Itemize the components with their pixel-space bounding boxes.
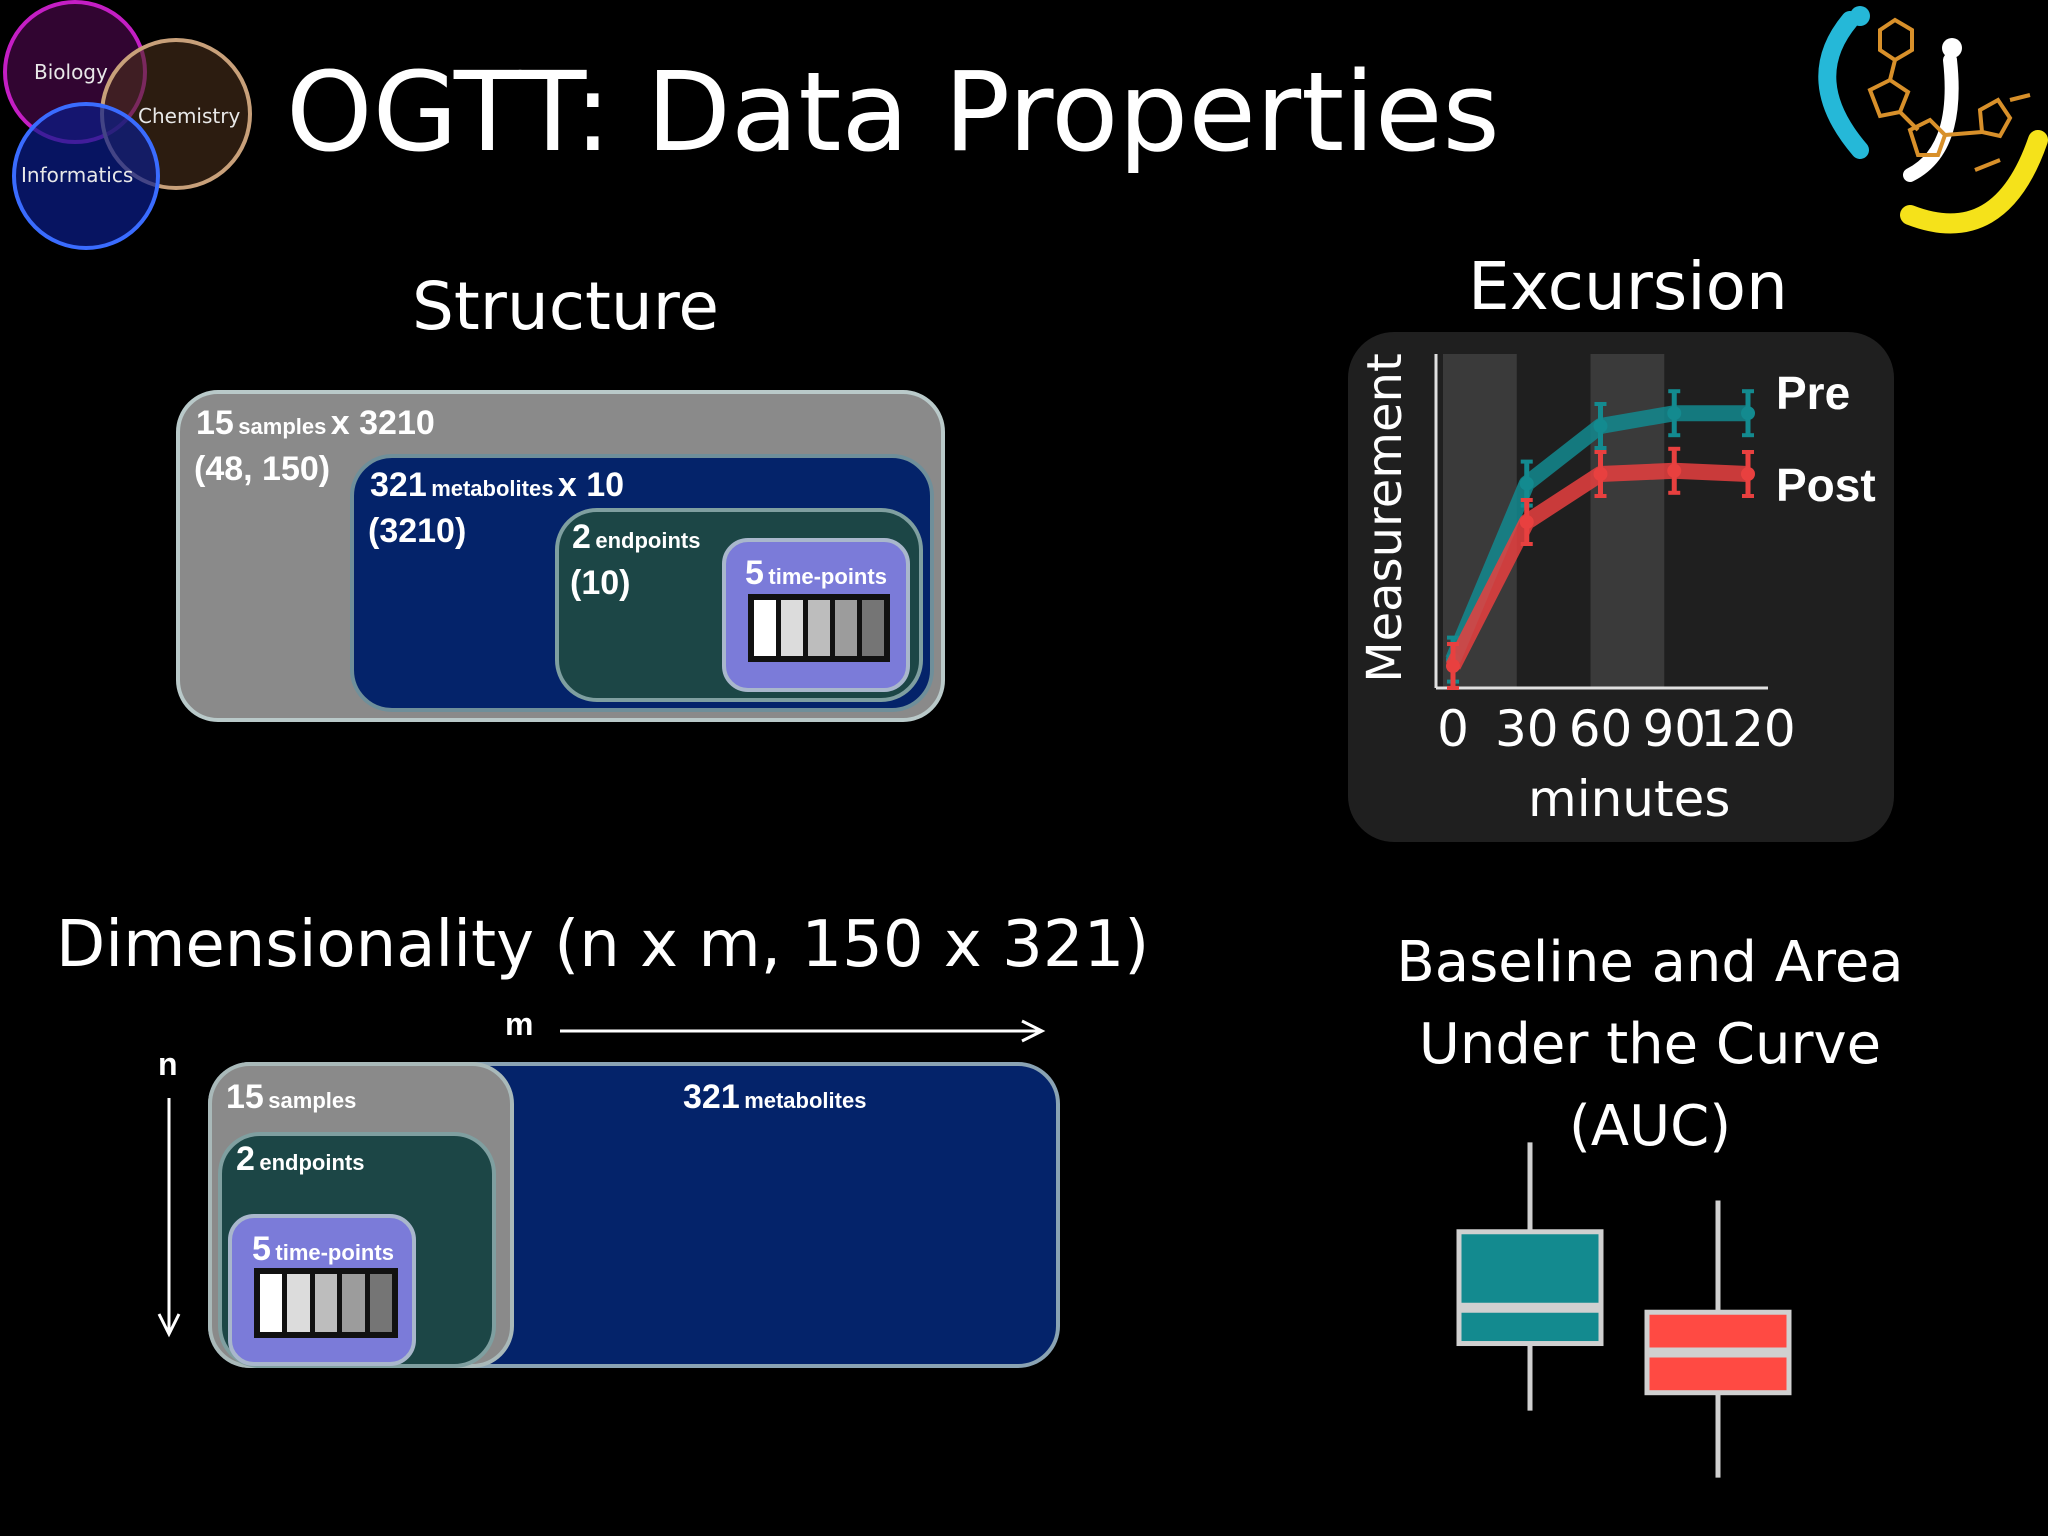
structure-endpoints-dims: (10) [570,564,631,602]
n-arrow-icon [157,1098,181,1338]
structure-endpoints-label: 2 endpoints [572,518,701,556]
x-tick-label: 120 [1700,700,1796,758]
venn-logo [3,0,252,250]
venn-label-chemistry: Chemistry [138,104,241,128]
molecule-swirl-logo-icon [1818,6,2048,234]
structure-metabolites-label: 321 metabolites x 10 [370,466,625,504]
point-post-2 [1593,467,1608,481]
box-body-0 [1456,1229,1604,1347]
structure-title: Structure [412,268,720,345]
auc-title-line-1: Baseline and Area [1396,930,1904,995]
auc-title-line-2: Under the Curve [1418,1012,1882,1077]
n-axis-label: n [158,1046,178,1082]
auc-title: Baseline and Area Under the Curve (AUC) [1350,922,1950,1168]
venn-label-biology: Biology [34,60,108,84]
dim-timepoints-label: 5 time-points [252,1230,394,1268]
dim-endpoints-label: 2 endpoints [236,1140,365,1178]
point-post-3 [1667,463,1682,478]
legend-post: Post [1776,459,1876,511]
point-pre-2 [1593,419,1608,433]
venn-label-informatics: Informatics [21,163,134,187]
x-tick-label: 60 [1568,700,1633,758]
structure-metabolites-dims: (3210) [368,512,467,550]
legend-pre: Pre [1776,367,1851,419]
auc-boxplot [1456,1142,1792,1478]
page-title: OGTT: Data Properties [286,48,1500,176]
m-arrow-icon [560,1019,1046,1043]
dim-timepoint-strip [254,1268,398,1338]
point-post-1 [1519,515,1534,529]
excursion-title: Excursion [1468,248,1788,325]
point-post-0 [1446,659,1460,673]
excursion-chart [1434,354,1768,690]
structure-timepoint-strip [748,594,890,662]
dim-metabolites-label: 321 metabolites [683,1078,867,1116]
x-tick-label: 0 [1437,700,1469,758]
m-axis-label: m [505,1006,534,1042]
structure-samples-label: 15 samples x 3210 [196,404,435,442]
informatics-circle [12,102,160,250]
dimensionality-title: Dimensionality (n x m, 150 x 321) [56,908,1150,982]
point-pre-1 [1519,476,1534,491]
x-tick-label: 30 [1494,700,1559,758]
structure-samples-dims: (48, 150) [194,450,331,488]
point-post-4 [1741,467,1755,481]
auc-title-line-3: (AUC) [1568,1094,1732,1159]
excursion-xlabel: minutes [1528,770,1731,828]
point-pre-4 [1741,406,1755,421]
point-pre-3 [1667,406,1682,421]
structure-timepoints-label: 5 time-points [745,554,887,592]
dim-samples-label: 15 samples [226,1078,357,1116]
excursion-ylabel: Measurement [1357,353,1413,683]
x-tick-label: 90 [1642,700,1707,758]
